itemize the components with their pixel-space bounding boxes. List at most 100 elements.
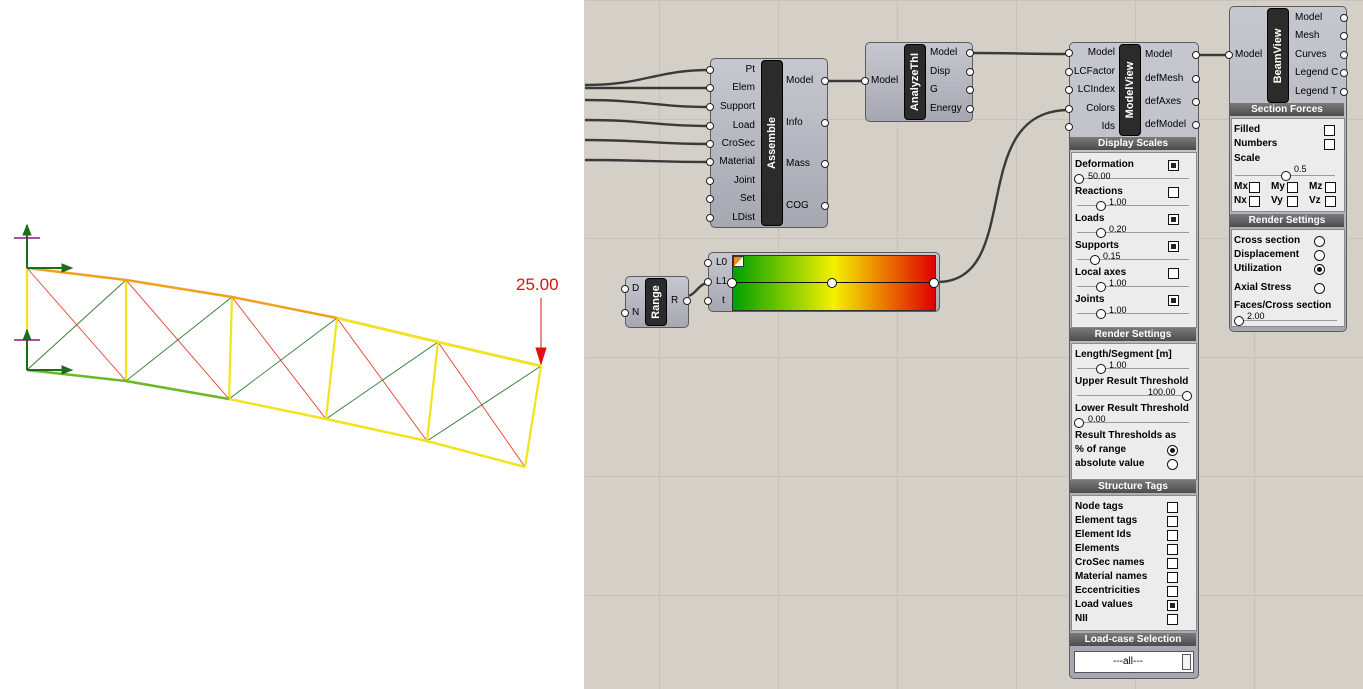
gradient-grip-right[interactable] bbox=[929, 278, 939, 288]
deformation-label: Deformation bbox=[1075, 159, 1134, 170]
assemble-input-crosec[interactable]: CroSec bbox=[721, 138, 755, 149]
upper-threshold-label: Upper Result Threshold bbox=[1075, 376, 1189, 387]
nii-checkbox[interactable] bbox=[1167, 614, 1178, 625]
reactions-slider[interactable] bbox=[1096, 201, 1106, 211]
force-mx-checkbox[interactable] bbox=[1249, 182, 1260, 193]
gradient-grip-mid[interactable] bbox=[827, 278, 837, 288]
local-axes-slider[interactable] bbox=[1096, 282, 1106, 292]
analyze-input-model[interactable]: Model bbox=[871, 75, 899, 86]
mv-render-settings-header: Render Settings bbox=[1070, 328, 1196, 341]
modelview-output-defmodel[interactable]: defModel bbox=[1145, 119, 1187, 130]
assemble-output-info[interactable]: Info bbox=[786, 117, 803, 128]
loads-slider[interactable] bbox=[1096, 228, 1106, 238]
supports-slider[interactable] bbox=[1090, 255, 1100, 265]
element-ids-checkbox[interactable] bbox=[1167, 530, 1178, 541]
material-names-checkbox[interactable] bbox=[1167, 572, 1178, 583]
joints-checkbox[interactable] bbox=[1168, 295, 1179, 306]
beamview-component[interactable]: BeamView Model Model Mesh Curves Legend … bbox=[1225, 6, 1348, 332]
upper-threshold-slider[interactable] bbox=[1182, 391, 1192, 401]
assemble-input-ldist[interactable]: LDist bbox=[732, 212, 755, 223]
assemble-output-model[interactable]: Model bbox=[786, 75, 814, 86]
assemble-input-pt[interactable]: Pt bbox=[745, 64, 755, 75]
modelview-input-lcindex[interactable]: LCIndex bbox=[1077, 84, 1115, 95]
loadcase-select[interactable]: ---all--- bbox=[1074, 651, 1194, 673]
gradient-input-l1[interactable]: L1 bbox=[716, 276, 728, 287]
filled-checkbox[interactable] bbox=[1324, 125, 1335, 136]
gradient-input-t[interactable]: t bbox=[722, 295, 725, 306]
element-tags-checkbox[interactable] bbox=[1167, 516, 1178, 527]
displacement-radio[interactable] bbox=[1314, 250, 1325, 261]
beamview-input-model[interactable]: Model bbox=[1235, 49, 1263, 60]
force-vz-checkbox[interactable] bbox=[1325, 196, 1336, 207]
modelview-output-defaxes[interactable]: defAxes bbox=[1145, 96, 1182, 107]
scale-slider[interactable] bbox=[1281, 171, 1291, 181]
deformation-slider[interactable] bbox=[1074, 174, 1084, 184]
load-values-checkbox[interactable] bbox=[1167, 600, 1178, 611]
analyze-output-g[interactable]: G bbox=[930, 84, 938, 95]
assemble-output-mass[interactable]: Mass bbox=[786, 158, 810, 169]
modelview-output-defmesh[interactable]: defMesh bbox=[1145, 73, 1184, 84]
range-component[interactable]: Range D N R bbox=[621, 276, 691, 328]
assemble-input-load[interactable]: Load bbox=[732, 120, 755, 131]
modelview-input-colors[interactable]: Colors bbox=[1086, 103, 1115, 114]
gradient-grip-left[interactable] bbox=[727, 278, 737, 288]
force-nx-checkbox[interactable] bbox=[1249, 196, 1260, 207]
analyze-component[interactable]: AnalyzeThI Model Model Disp G Energy bbox=[861, 42, 974, 122]
assemble-component[interactable]: Assemble Pt Elem Support Load CroSec Mat… bbox=[706, 58, 829, 228]
reactions-checkbox[interactable] bbox=[1168, 187, 1179, 198]
lower-threshold-slider[interactable] bbox=[1074, 418, 1084, 428]
joints-slider[interactable] bbox=[1096, 309, 1106, 319]
gradient-input-l0[interactable]: L0 bbox=[716, 257, 728, 268]
beamview-output-mesh[interactable]: Mesh bbox=[1295, 30, 1320, 41]
gradient-component[interactable]: L0 L1 t bbox=[704, 252, 940, 312]
numbers-checkbox[interactable] bbox=[1324, 139, 1335, 150]
assemble-input-elem[interactable]: Elem bbox=[732, 82, 755, 93]
elements-checkbox[interactable] bbox=[1167, 544, 1178, 555]
cross-section-radio[interactable] bbox=[1314, 236, 1325, 247]
faces-cross-section-label: Faces/Cross section bbox=[1234, 300, 1332, 311]
beamview-output-model[interactable]: Model bbox=[1295, 12, 1323, 23]
axial-stress-radio[interactable] bbox=[1314, 283, 1325, 294]
assemble-input-support[interactable]: Support bbox=[719, 101, 755, 112]
assemble-output-cog[interactable]: COG bbox=[786, 200, 809, 211]
loads-checkbox[interactable] bbox=[1168, 214, 1179, 225]
modelview-input-lcfactor[interactable]: LCFactor bbox=[1073, 66, 1115, 77]
loads-label: Loads bbox=[1075, 213, 1105, 224]
modelview-input-ids[interactable]: Ids bbox=[1101, 121, 1115, 132]
analyze-output-model[interactable]: Model bbox=[930, 47, 958, 58]
faces-cross-section-slider[interactable] bbox=[1234, 316, 1244, 326]
absolute-value-radio[interactable] bbox=[1167, 459, 1178, 470]
supports-checkbox[interactable] bbox=[1168, 241, 1179, 252]
length-segment-slider[interactable] bbox=[1096, 364, 1106, 374]
force-mz-checkbox[interactable] bbox=[1325, 182, 1336, 193]
loadcase-header: Load-case Selection bbox=[1070, 633, 1196, 646]
range-input-n[interactable]: N bbox=[632, 307, 640, 318]
rhino-viewport[interactable]: 25.00 bbox=[0, 0, 585, 689]
assemble-input-joint[interactable]: Joint bbox=[733, 175, 755, 186]
local-axes-checkbox[interactable] bbox=[1168, 268, 1179, 279]
grasshopper-canvas[interactable]: Assemble Pt Elem Support Load CroSec Mat… bbox=[585, 0, 1363, 689]
modelview-input-model[interactable]: Model bbox=[1087, 47, 1115, 58]
assemble-input-material[interactable]: Material bbox=[719, 156, 755, 167]
assemble-input-set[interactable]: Set bbox=[739, 193, 755, 204]
gradient-corner-handle[interactable] bbox=[733, 256, 744, 267]
percent-of-range-radio[interactable] bbox=[1167, 445, 1178, 456]
crosec-names-checkbox[interactable] bbox=[1167, 558, 1178, 569]
beamview-output-curves[interactable]: Curves bbox=[1295, 49, 1327, 60]
beamview-output-legend-t[interactable]: Legend T bbox=[1295, 86, 1338, 97]
force-my-checkbox[interactable] bbox=[1287, 182, 1298, 193]
eccentricities-checkbox[interactable] bbox=[1167, 586, 1178, 597]
element-tags-label: Element tags bbox=[1075, 515, 1138, 526]
force-vy-checkbox[interactable] bbox=[1287, 196, 1298, 207]
analyze-output-energy[interactable]: Energy bbox=[930, 103, 962, 114]
analyze-output-disp[interactable]: Disp bbox=[930, 66, 951, 77]
loadcase-scroll[interactable] bbox=[1182, 654, 1191, 670]
modelview-component[interactable]: ModelView Model LCFactor LCIndex Colors … bbox=[1065, 42, 1200, 679]
utilization-radio[interactable] bbox=[1314, 264, 1325, 275]
modelview-output-model[interactable]: Model bbox=[1145, 49, 1173, 60]
beamview-output-legend-c[interactable]: Legend C bbox=[1295, 67, 1339, 78]
range-output-r[interactable]: R bbox=[671, 295, 679, 306]
range-input-d[interactable]: D bbox=[632, 283, 640, 294]
deformation-checkbox[interactable] bbox=[1168, 160, 1179, 171]
node-tags-checkbox[interactable] bbox=[1167, 502, 1178, 513]
